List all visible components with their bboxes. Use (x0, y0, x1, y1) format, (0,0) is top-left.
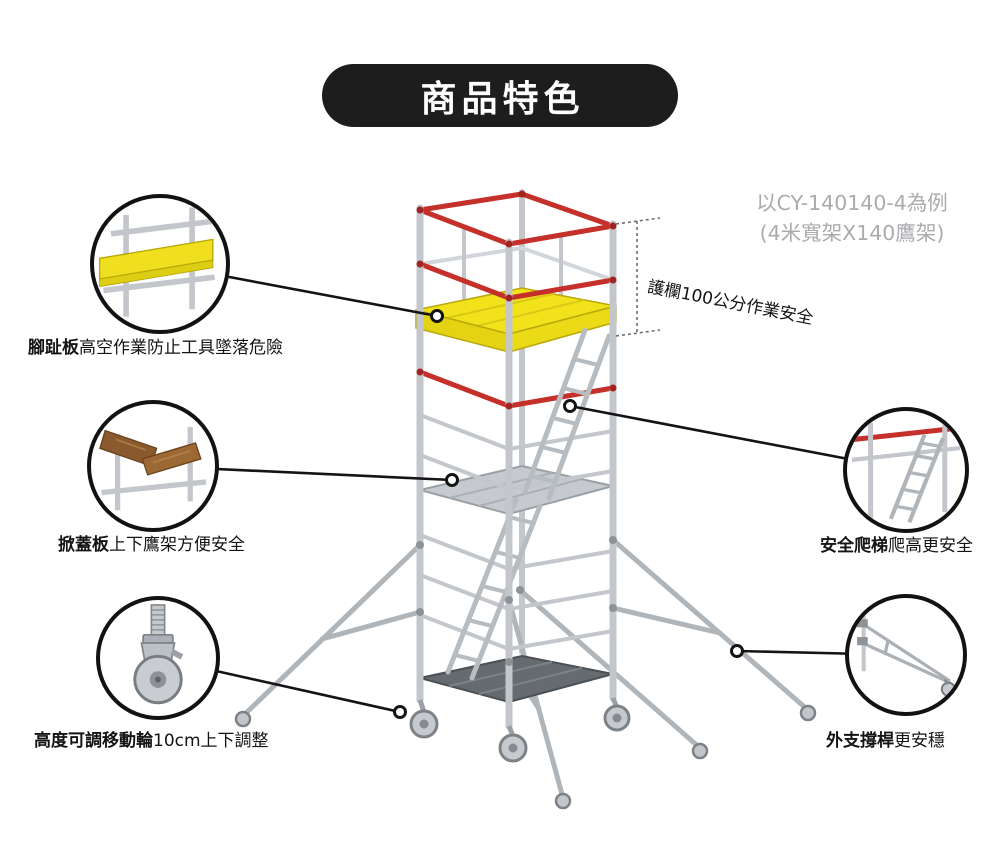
main-posts (416, 204, 617, 730)
hatch-board-detail-icon (99, 427, 207, 511)
ladder-label-bold: 安全爬梯 (820, 536, 888, 556)
ladder-detail-circle (843, 407, 969, 533)
caster-label-bold: 高度可調移動輪 (34, 731, 153, 751)
toe-board-label: 腳趾板高空作業防止工具墜落危險 (28, 333, 283, 358)
model-note-line2: (4米寬架X140鷹架) (759, 221, 945, 245)
guardrail-dimension-dotted-line (615, 217, 661, 337)
toe-board-label-bold: 腳趾板 (28, 338, 79, 358)
hatch-board-label-rest: 上下鷹架方便安全 (109, 535, 245, 555)
caster-label: 高度可調移動輪10cm上下調整 (34, 726, 269, 751)
hatch-board-label: 掀蓋板上下鷹架方便安全 (58, 530, 245, 555)
model-note: 以CY-140140-4為例 (4米寬架X140鷹架) (722, 188, 982, 248)
front-guardrails (417, 207, 616, 301)
caster-detail-circle (96, 596, 220, 720)
outrigger-label: 外支撐桿更安穩 (826, 726, 945, 751)
ladder-label: 安全爬梯爬高更安全 (820, 531, 973, 556)
rail-claws (416, 190, 617, 410)
outrigger-feet (234, 704, 817, 810)
mid-deck (419, 464, 614, 516)
hatch-board-detail-circle (87, 400, 219, 532)
hatch-board-label-bold: 掀蓋板 (58, 535, 109, 555)
outrigger-clamps (416, 536, 617, 666)
frame-rungs (419, 413, 614, 651)
toe-board-detail-circle (90, 194, 230, 334)
back-rails (419, 246, 614, 282)
ladder-label-rest: 爬高更安全 (888, 536, 973, 556)
ladder-upper (522, 327, 612, 501)
title-badge: 商品特色 (322, 64, 678, 127)
outrigger-detail-icon (857, 611, 956, 697)
toe-board-detail-icon (98, 207, 219, 317)
outrigger-detail-circle (845, 594, 967, 716)
caster-label-rest: 10cm上下調整 (153, 731, 269, 751)
page-title: 商品特色 (420, 78, 585, 120)
connector-marker-dots (393, 309, 744, 719)
outrigger-label-rest: 更安穩 (894, 731, 945, 751)
back-guardrails (417, 191, 616, 229)
ladder-detail-icon (851, 417, 961, 524)
outrigger-label-bold: 外支撐桿 (826, 731, 894, 751)
caster-detail-icon (133, 604, 184, 705)
model-note-line1: 以CY-140140-4為例 (756, 191, 948, 215)
toe-board-label-rest: 高空作業防止工具墜落危險 (79, 338, 283, 358)
caster-wheels (409, 697, 631, 763)
